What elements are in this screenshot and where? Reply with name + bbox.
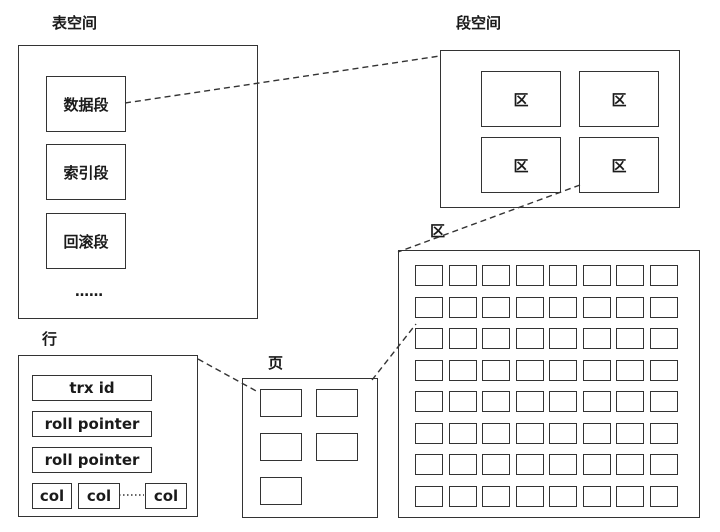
extent-page-cell — [549, 454, 577, 475]
extent-page-cell — [549, 422, 577, 444]
row-title: 行 — [42, 330, 58, 348]
extent-page-cell — [549, 296, 577, 318]
page-slot — [260, 389, 302, 417]
extent-page-cell — [582, 454, 611, 475]
page-title: 页 — [268, 354, 284, 372]
extent-page-cell — [415, 359, 443, 381]
extent-page-cell — [549, 391, 577, 412]
table-space-title: 表空间 — [52, 14, 98, 32]
extent-page-cell — [448, 454, 477, 475]
extent-title: 区 — [430, 222, 446, 240]
extent-page-cell — [616, 391, 644, 412]
extent-page-cell — [616, 485, 644, 507]
extent-page-cell — [549, 265, 577, 286]
extent-page-cell — [448, 296, 477, 318]
row-panel: trx id roll pointer roll pointer col col… — [18, 355, 198, 517]
extent-page-cell — [649, 422, 678, 444]
extent-page-cell — [515, 454, 544, 475]
segment-data: 数据段 — [46, 76, 126, 132]
extent-page-cell — [582, 296, 611, 318]
extent-page-cell — [448, 265, 477, 286]
extent-page-cell — [649, 359, 678, 381]
extent-page-cell — [482, 265, 510, 286]
extent-page-cell — [482, 454, 510, 475]
extent-page-cell — [415, 422, 443, 444]
segment-space-title: 段空间 — [456, 14, 502, 32]
page-slot — [316, 433, 358, 461]
row-field-roll-pointer: roll pointer — [32, 411, 152, 437]
row-col: col — [78, 483, 120, 509]
extent-page-cell — [482, 296, 510, 318]
extent-page-cell — [448, 359, 477, 381]
extent-page-cell — [515, 359, 544, 381]
page-slot — [260, 477, 302, 505]
row-col: col — [32, 483, 72, 509]
extent-page-cell — [515, 328, 544, 349]
extent-page-cell — [448, 422, 477, 444]
extent-page-cell — [415, 485, 443, 507]
extent-page-cell — [616, 265, 644, 286]
extent-page-cell — [582, 265, 611, 286]
row-field-trx-id: trx id — [32, 375, 152, 401]
extent-panel — [398, 250, 700, 518]
page-panel — [242, 378, 378, 518]
extent-page-cell — [616, 359, 644, 381]
extent-page-cell — [649, 265, 678, 286]
extent-page-cell — [415, 328, 443, 349]
extent-page-cell — [448, 391, 477, 412]
extent-page-cell — [482, 359, 510, 381]
extent-page-cell — [649, 391, 678, 412]
extent-page-cell — [582, 359, 611, 381]
extent-page-cell — [649, 485, 678, 507]
extent-page-cell — [515, 485, 544, 507]
extent-page-cell — [515, 391, 544, 412]
extent-page-cell — [448, 328, 477, 349]
segment-extent-3: 区 — [481, 137, 561, 193]
segment-extent-1: 区 — [481, 71, 561, 127]
extent-page-cell — [515, 265, 544, 286]
extent-page-cell — [482, 328, 510, 349]
extent-page-cell — [415, 391, 443, 412]
extent-page-cell — [415, 296, 443, 318]
segment-space-panel: 区 区 区 区 — [440, 50, 680, 208]
extent-page-cell — [415, 265, 443, 286]
row-field-roll-pointer: roll pointer — [32, 447, 152, 473]
page-slot — [316, 389, 358, 417]
extent-page-cell — [616, 422, 644, 444]
extent-page-cell — [616, 454, 644, 475]
extent-page-cell — [582, 422, 611, 444]
extent-page-cell — [448, 485, 477, 507]
segment-extent-4: 区 — [579, 137, 659, 193]
page-slot — [260, 433, 302, 461]
extent-page-cell — [616, 328, 644, 349]
extent-page-cell — [582, 328, 611, 349]
extent-page-cell — [482, 422, 510, 444]
extent-page-cell — [616, 296, 644, 318]
extent-page-cell — [582, 391, 611, 412]
segment-extent-2: 区 — [579, 71, 659, 127]
extent-page-cell — [415, 454, 443, 475]
extent-page-cell — [649, 454, 678, 475]
extent-page-cell — [582, 485, 611, 507]
extent-page-cell — [549, 485, 577, 507]
extent-page-cell — [649, 328, 678, 349]
extent-page-cell — [649, 296, 678, 318]
row-col: col — [145, 483, 187, 509]
extent-page-cell — [515, 422, 544, 444]
extent-page-cell — [549, 328, 577, 349]
segment-rollback: 回滚段 — [46, 213, 126, 269]
extent-page-cell — [482, 485, 510, 507]
extent-page-cell — [482, 391, 510, 412]
table-space-panel: 数据段 索引段 回滚段 …… — [18, 45, 258, 319]
extent-page-cell — [549, 359, 577, 381]
segment-more: …… — [75, 284, 103, 300]
segment-index: 索引段 — [46, 144, 126, 200]
extent-page-cell — [515, 296, 544, 318]
